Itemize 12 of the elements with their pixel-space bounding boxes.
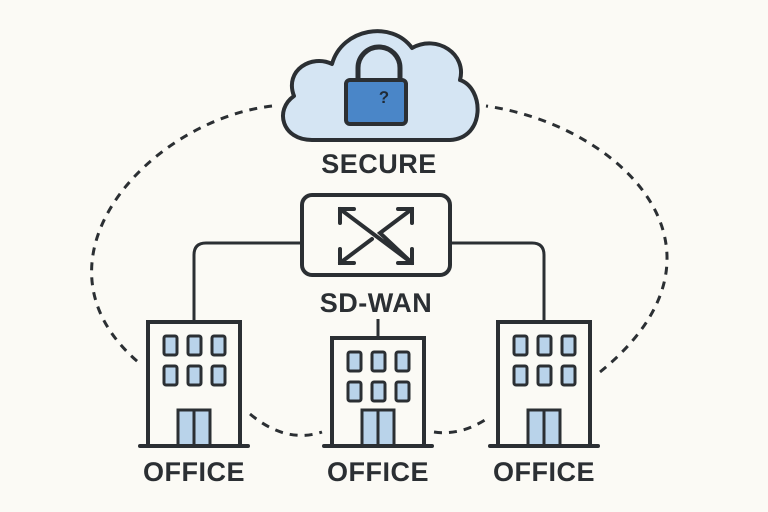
connector-line: [376, 319, 380, 336]
dashed-connector: [90, 104, 272, 364]
lock-symbol-label: ?: [378, 88, 390, 108]
connector-line: [452, 242, 546, 320]
dashed-connector: [486, 104, 668, 374]
node-label: SECURE: [320, 148, 438, 180]
connector-line: [192, 242, 300, 320]
node-label: OFFICE: [142, 456, 246, 488]
node-label: OFFICE: [492, 456, 596, 488]
node-label: OFFICE: [326, 456, 430, 488]
dashed-connector: [249, 412, 322, 437]
node-label: SD-WAN: [318, 287, 434, 319]
